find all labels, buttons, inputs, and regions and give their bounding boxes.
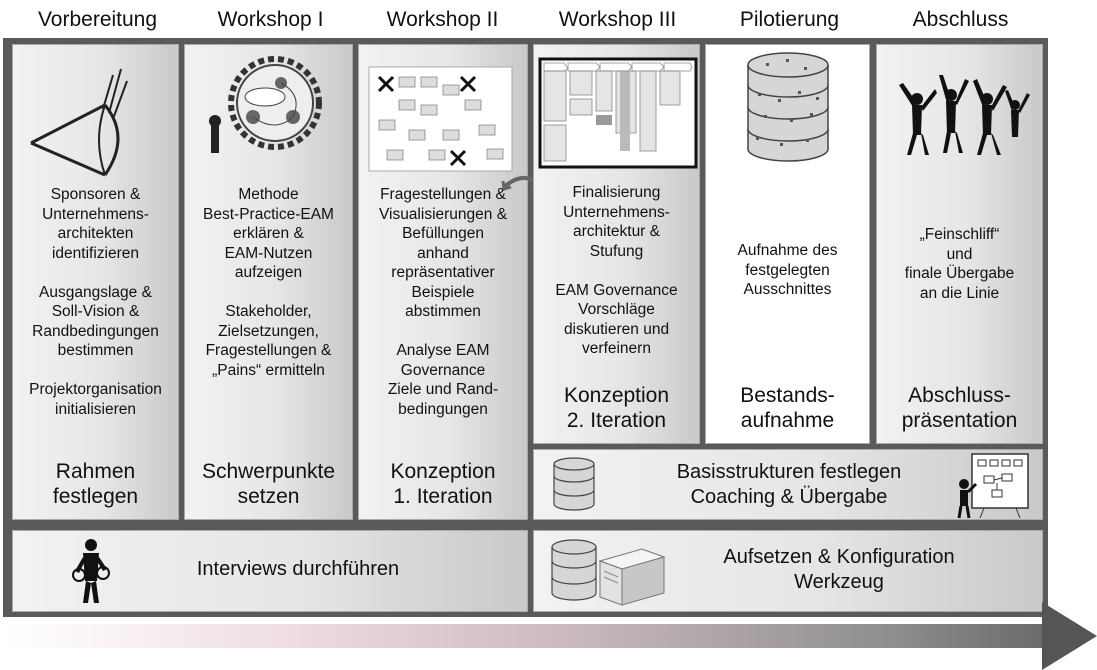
gear-workflow-icon — [209, 56, 322, 153]
workshop-2-title: Konzeption 1. Iteration — [390, 460, 496, 508]
phase-card-workshop-3: Finalisierung Unternehmens- architektur … — [533, 44, 700, 444]
phase-header-abschluss: Abschluss — [912, 8, 1009, 31]
database-server-icon — [551, 539, 666, 606]
vorbereitung-description: Sponsoren & Unternehmens- architekten id… — [29, 186, 162, 418]
interviews-row: Interviews durchführen — [12, 530, 528, 612]
phase-card-workshop-2: Fragestellungen & Visualisierungen & Bef… — [358, 44, 541, 520]
workshop-2-description: Fragestellungen & Visualisierungen & Bef… — [378, 186, 508, 418]
phase-card-vorbereitung: Sponsoren & Unternehmens- architekten id… — [12, 44, 179, 520]
basisstrukturen-text: Basisstrukturen festlegen Coaching & Übe… — [676, 461, 902, 508]
phase-header-workshop-1: Workshop I — [217, 8, 324, 31]
interviews-text: Interviews durchführen — [196, 558, 400, 580]
basisstrukturen-row: Basisstrukturen festlegen Coaching & Übe… — [533, 449, 1043, 520]
pilotierung-description: Aufnahme des festgelegten Ausschnittes — [737, 242, 838, 298]
database-icon — [553, 457, 595, 511]
phase-card-workshop-1: Methode Best-Practice-EAM erklären & EAM… — [184, 44, 353, 520]
werkzeug-text: Aufsetzen & Konfiguration Werkzeug — [723, 546, 955, 593]
timeline-arrow-band — [8, 624, 1048, 648]
abschluss-description: „Feinschliff“ und finale Übergabe an die… — [904, 226, 1015, 302]
matrix-chart-icon — [538, 57, 698, 169]
workshop-3-title: Konzeption 2. Iteration — [563, 384, 670, 432]
presenter-whiteboard-icon — [957, 453, 1029, 519]
werkzeug-row: Aufsetzen & Konfiguration Werkzeug — [533, 530, 1043, 612]
interviewer-person-icon — [72, 539, 110, 603]
timeline-arrow-head — [1042, 602, 1097, 670]
phase-card-abschluss: „Feinschliff“ und finale Übergabe an die… — [876, 44, 1043, 444]
phase-card-pilotierung: Aufnahme des festgelegten Ausschnittes B… — [705, 44, 870, 444]
phase-header-pilotierung: Pilotierung — [739, 8, 840, 31]
celebrating-people-icon — [899, 75, 1030, 155]
workshop-1-title: Schwerpunkte setzen — [201, 460, 336, 508]
workshop-3-description: Finalisierung Unternehmens- architektur … — [555, 184, 678, 357]
workshop-1-description: Methode Best-Practice-EAM erklären & EAM… — [203, 186, 334, 379]
pilotierung-title: Bestands- aufnahme — [740, 384, 835, 432]
eye-icon — [30, 68, 128, 177]
abschluss-title: Abschluss- präsentation — [901, 384, 1018, 432]
phase-header-workshop-2: Workshop II — [386, 8, 499, 31]
phase-header-workshop-3: Workshop III — [558, 8, 677, 31]
database-icon — [747, 52, 829, 162]
phase-header-vorbereitung: Vorbereitung — [37, 8, 158, 31]
diagram-with-crosses-icon — [368, 66, 541, 191]
vorbereitung-title: Rahmen festlegen — [52, 460, 139, 508]
